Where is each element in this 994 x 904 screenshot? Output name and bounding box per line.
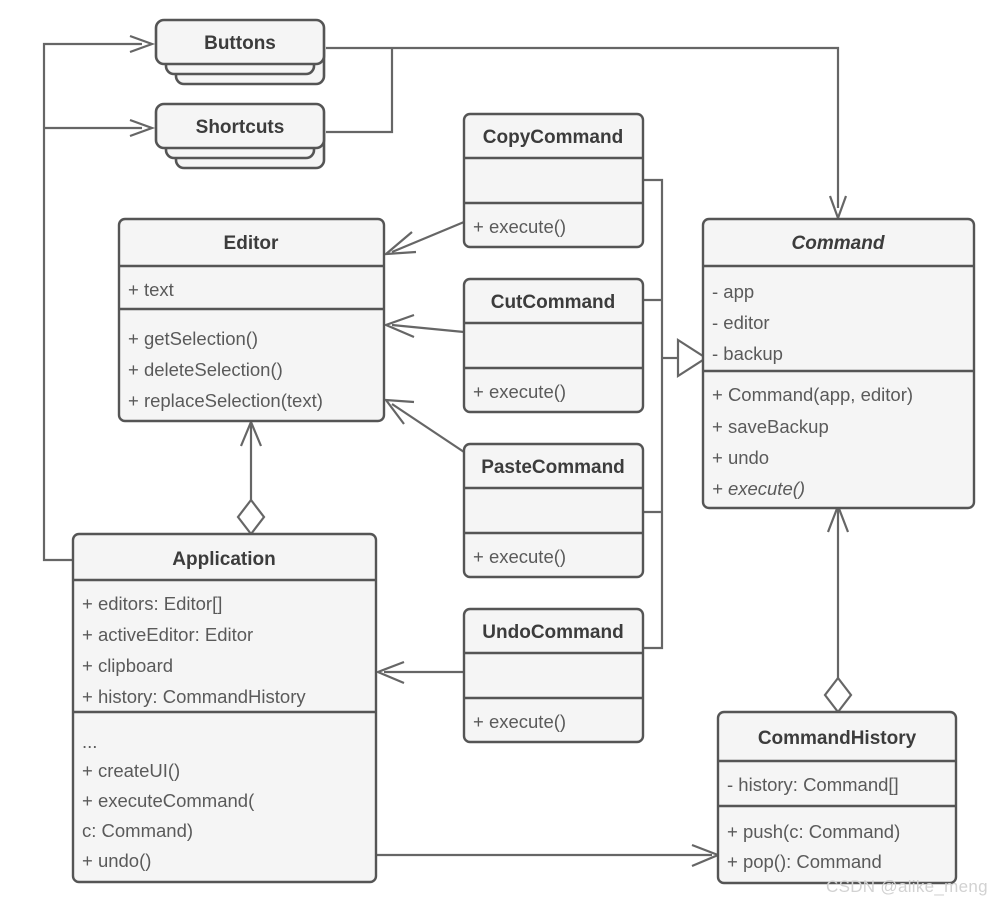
link-shortcuts-to-command xyxy=(326,48,394,134)
shortcuts-box xyxy=(154,102,326,150)
commandhistory-attribute: - history: Command[] xyxy=(727,774,899,795)
inheritance-triangle-command xyxy=(676,337,709,379)
class-shortcuts[interactable]: Shortcuts xyxy=(154,102,326,170)
watermark-text: CSDN @alike_meng xyxy=(826,877,988,896)
application-method: ... xyxy=(82,731,97,752)
aggregation-diamond-commandhistory xyxy=(823,676,853,714)
class-command[interactable]: Command - app - editor - backup + Comman… xyxy=(701,217,976,510)
copycommand-box xyxy=(462,112,645,249)
cutcommand-method: + execute() xyxy=(473,381,566,402)
application-attribute: + activeEditor: Editor xyxy=(82,624,253,645)
link-inheritance-rail xyxy=(643,178,664,650)
command-box xyxy=(701,217,976,510)
undocommand-box xyxy=(462,607,645,744)
command-attribute: - backup xyxy=(712,343,783,364)
commandhistory-method: + push(c: Command) xyxy=(727,821,900,842)
pastecommand-title: PasteCommand xyxy=(481,457,625,478)
class-cutcommand[interactable]: CutCommand + execute() xyxy=(462,277,645,414)
cutcommand-title: CutCommand xyxy=(491,292,616,313)
application-method: + executeCommand( xyxy=(82,790,255,811)
arrowhead-editor-paste xyxy=(383,398,415,425)
commandhistory-method: + pop(): Command xyxy=(727,851,882,872)
copycommand-method: + execute() xyxy=(473,216,566,237)
application-method: + createUI() xyxy=(82,760,180,781)
connector-layer xyxy=(42,34,853,868)
buttons-title: Buttons xyxy=(204,33,276,54)
application-attribute: + clipboard xyxy=(82,655,173,676)
class-editor[interactable]: Editor + text + getSelection() + deleteS… xyxy=(117,217,386,423)
commandhistory-box xyxy=(716,710,958,885)
command-title: Command xyxy=(792,233,885,254)
command-method: + Command(app, editor) xyxy=(712,384,913,405)
editor-title: Editor xyxy=(224,233,279,254)
class-buttons[interactable]: Buttons xyxy=(154,18,326,86)
class-pastecommand[interactable]: PasteCommand + execute() xyxy=(462,442,645,579)
editor-method: + getSelection() xyxy=(128,328,258,349)
application-title: Application xyxy=(172,549,275,570)
arrowhead-shortcuts xyxy=(129,118,156,138)
command-method: + undo xyxy=(712,447,769,468)
class-commandhistory[interactable]: CommandHistory - history: Command[] + pu… xyxy=(716,710,958,885)
link-buttons-to-command xyxy=(326,46,840,208)
arrowhead-editor-cut xyxy=(382,313,415,339)
buttons-box xyxy=(154,18,326,66)
command-attribute: - app xyxy=(712,281,754,302)
application-box xyxy=(71,532,378,884)
command-method-abstract: + execute() xyxy=(712,478,805,499)
link-pastecommand-to-editor xyxy=(391,403,465,453)
class-undocommand[interactable]: UndoCommand + execute() xyxy=(462,607,645,744)
application-attribute: + history: CommandHistory xyxy=(82,686,306,707)
copycommand-title: CopyCommand xyxy=(483,127,623,148)
cutcommand-box xyxy=(462,277,645,414)
editor-attribute: + text xyxy=(128,279,174,300)
arrowhead-buttons xyxy=(129,34,156,54)
editor-method: + deleteSelection() xyxy=(128,359,283,380)
arrowhead-editor-copy xyxy=(382,231,417,256)
application-attribute: + editors: Editor[] xyxy=(82,593,222,614)
undocommand-title: UndoCommand xyxy=(482,622,623,643)
link-copycommand-to-editor xyxy=(391,220,465,254)
editor-method: + replaceSelection(text) xyxy=(128,390,323,411)
application-method: c: Command) xyxy=(82,820,193,841)
undocommand-method: + execute() xyxy=(473,711,566,732)
application-method: + undo() xyxy=(82,850,151,871)
shortcuts-title: Shortcuts xyxy=(196,117,285,138)
link-application-to-buttons xyxy=(42,42,142,562)
pastecommand-box xyxy=(462,442,645,579)
editor-box xyxy=(117,217,386,423)
pastecommand-method: + execute() xyxy=(473,546,566,567)
link-cutcommand-to-editor xyxy=(391,323,465,334)
class-copycommand[interactable]: CopyCommand + execute() xyxy=(462,112,645,249)
class-application[interactable]: Application + editors: Editor[] + active… xyxy=(71,532,378,884)
commandhistory-title: CommandHistory xyxy=(758,728,917,749)
aggregation-diamond-editor xyxy=(236,498,266,536)
arrowhead-application-undo xyxy=(375,660,405,685)
command-attribute: - editor xyxy=(712,312,770,333)
command-method: + saveBackup xyxy=(712,416,829,437)
